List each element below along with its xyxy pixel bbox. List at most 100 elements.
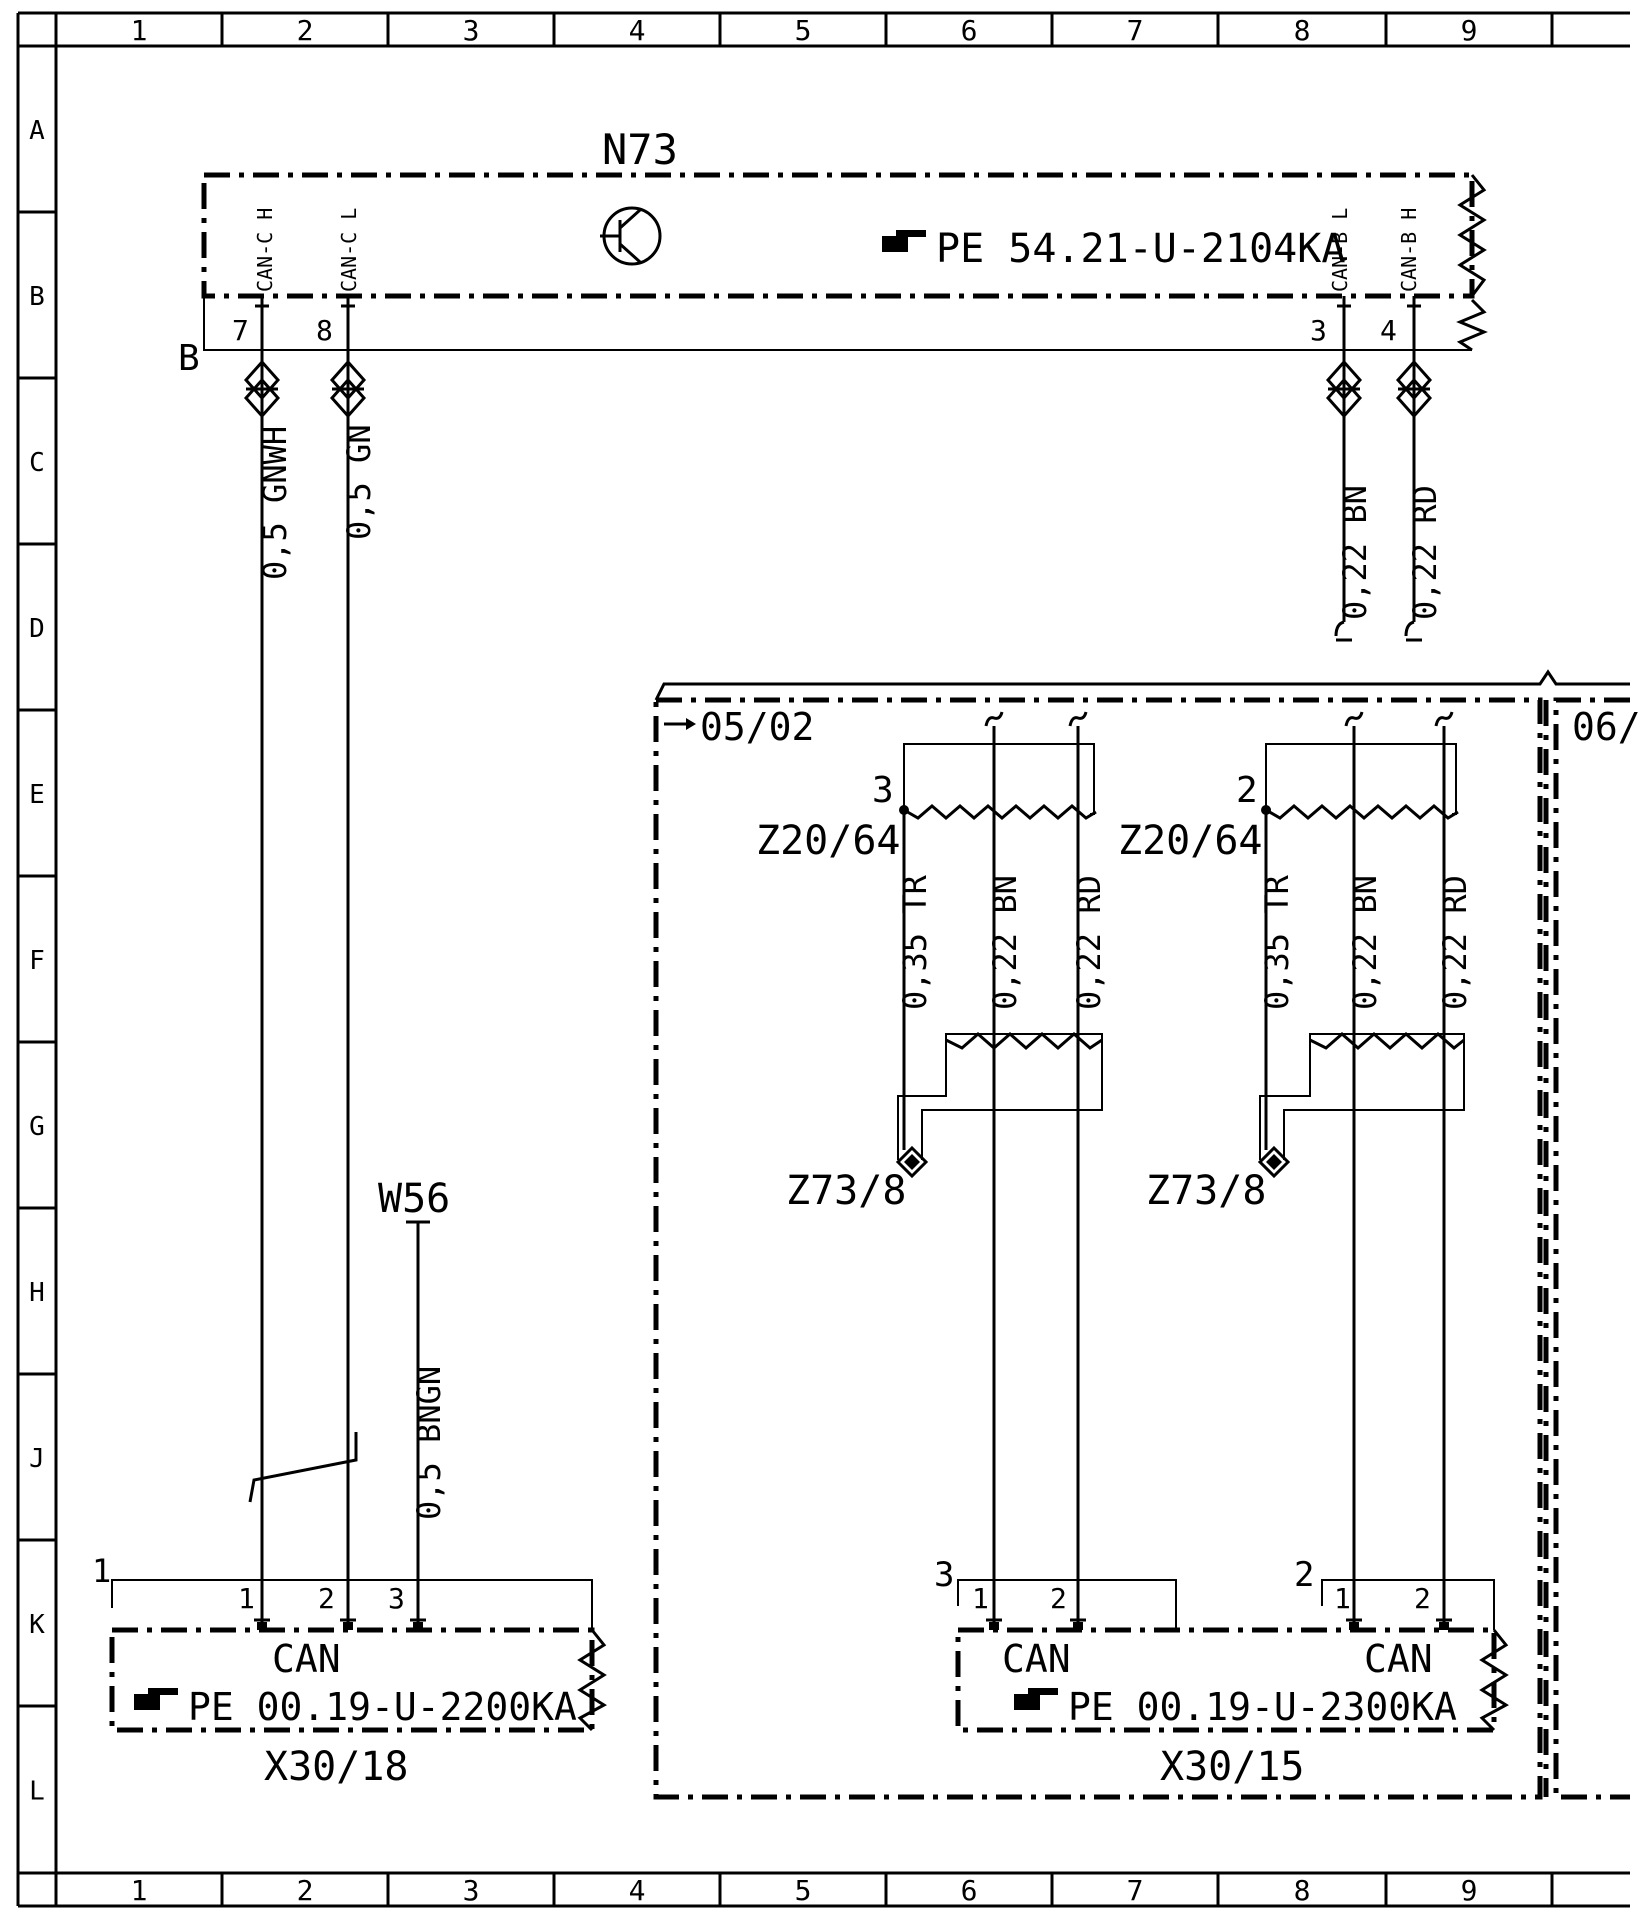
row-label-C: C [29, 448, 45, 478]
column-label-4-top: 4 [629, 14, 646, 47]
plug-pin-8 [329, 296, 367, 422]
group1-wire-tr: 0,35 TR [896, 874, 934, 1010]
row-label-E: E [29, 780, 45, 810]
x30-15-plug-g2-2 [1436, 1610, 1452, 1630]
group1-ground: Z73/8 [786, 1168, 906, 1214]
x30-15-g2-pin-2: 2 [1414, 1582, 1431, 1615]
x30-18-plug-3 [410, 1610, 426, 1630]
pin-label-can-b-l: CAN-B L [1328, 208, 1352, 292]
pin-label-can-c-l: CAN-C L [337, 208, 361, 292]
x30-15-g2-pin-1: 1 [1334, 1582, 1351, 1615]
pin-number-4: 4 [1380, 314, 1397, 347]
column-label-2-bottom: 2 [297, 1874, 314, 1907]
x30-18-connector: 1 1 2 3 CAN PE 00.19-U-2200KA X30/18 [92, 1552, 607, 1790]
column-label-3-bottom: 3 [463, 1874, 480, 1907]
transistor-icon [600, 206, 662, 266]
row-label-L: L [29, 1777, 45, 1807]
x30-18-pin-2: 2 [318, 1582, 335, 1615]
column-dividers [54, 13, 1554, 1906]
x30-18-pin-1: 1 [238, 1582, 255, 1615]
x30-15-connector: 3 2 1 2 1 2 CAN CAN PE 00.19-U-2300KA X3… [934, 1555, 1509, 1790]
arrow-right-icon [664, 718, 696, 730]
wire-label-w56: 0,5 BNGN [410, 1366, 448, 1520]
row-label-A: A [29, 116, 45, 146]
twisted-pair-group-2: 2 Z20/64 0,35 TR 0,22 BN 0,22 RD Z73/8 [1118, 711, 1474, 1610]
n73-reference: PE 54.21-U-2104KA [936, 226, 1345, 272]
column-label-1-top: 1 [131, 14, 148, 47]
x30-18-id: X30/18 [264, 1744, 409, 1790]
column-label-8-bottom: 8 [1294, 1874, 1311, 1907]
group2-wire-tr: 0,35 TR [1258, 874, 1296, 1010]
row-labels: A B C D E F G H J K L [29, 116, 45, 1807]
row-label-D: D [29, 614, 45, 644]
detail-box: 05/02 06/ [653, 669, 1641, 1800]
group2-ground: Z73/8 [1146, 1168, 1266, 1214]
twisted-pair-group-1: 3 Z20/64 0,35 TR 0,22 BN 0,22 RD Z73/8 [756, 711, 1108, 1610]
detail-ref-right: 06/ [1572, 705, 1641, 749]
x30-15-group-3: 3 [934, 1555, 954, 1595]
x30-18-reference: PE 00.19-U-2200KA [188, 1685, 577, 1729]
column-label-9-top: 9 [1461, 14, 1478, 47]
x30-15-can-left: CAN [1002, 1637, 1071, 1681]
row-dividers [18, 44, 56, 1875]
x30-18-pin-plugs [254, 1610, 426, 1630]
block-label-b: B [178, 338, 200, 379]
x30-15-g1-pin-1: 1 [972, 1582, 989, 1615]
sheet-frame [16, 11, 1630, 1908]
column-label-3-top: 3 [463, 14, 480, 47]
row-label-J: J [29, 1444, 45, 1474]
column-label-1-bottom: 1 [131, 1874, 148, 1907]
w56-ground: W56 0,5 BNGN [378, 1176, 450, 1610]
can-b-wires: 0,22 BN 0,22 RD [1334, 420, 1444, 642]
pin-number-3: 3 [1310, 314, 1327, 347]
row-label-B: B [29, 282, 45, 312]
x30-18-can-label: CAN [272, 1637, 341, 1681]
column-label-5-top: 5 [795, 14, 812, 47]
group1-wire-rd: 0,22 RD [1070, 875, 1108, 1010]
pin-number-7: 7 [232, 314, 249, 347]
can-c-wires: 0,5 GNWH 0,5 GN [248, 422, 378, 1610]
row-label-K: K [29, 1610, 45, 1640]
group2-twist-id: Z20/64 [1118, 818, 1263, 864]
reference-hand-icon [882, 230, 926, 252]
plug-pin-4 [1395, 296, 1433, 422]
row-label-G: G [29, 1112, 45, 1142]
plug-pin-3 [1325, 296, 1363, 422]
group2-wire-bn: 0,22 BN [1346, 875, 1384, 1010]
x30-15-reference: PE 00.19-U-2300KA [1068, 1685, 1457, 1729]
column-label-9-bottom: 9 [1461, 1874, 1478, 1907]
w56-id: W56 [378, 1176, 450, 1222]
x30-18-pin-3: 3 [388, 1582, 405, 1615]
x30-15-group-2: 2 [1294, 1555, 1314, 1595]
reference-hand-icon [134, 1688, 178, 1710]
pin-number-8: 8 [316, 314, 333, 347]
column-label-6-top: 6 [961, 14, 978, 47]
n73-id: N73 [602, 125, 678, 174]
column-label-7-bottom: 7 [1127, 1874, 1144, 1907]
x30-15-g1-pin-2: 2 [1050, 1582, 1067, 1615]
column-label-7-top: 7 [1127, 14, 1144, 47]
detail-ref-left: 05/02 [700, 705, 814, 749]
group1-wire-bn: 0,22 BN [986, 875, 1024, 1010]
row-label-F: F [29, 946, 45, 976]
group2-twist-num: 2 [1236, 770, 1258, 811]
group1-twist-num: 3 [872, 770, 894, 811]
plug-pin-7 [243, 296, 281, 422]
row-label-H: H [29, 1278, 45, 1308]
column-label-4-bottom: 4 [629, 1874, 646, 1907]
x30-15-id: X30/15 [1160, 1744, 1305, 1790]
x30-15-pin-plugs [986, 1610, 1452, 1630]
group1-twist-id: Z20/64 [756, 818, 901, 864]
x30-15-plug-g1-1 [986, 1610, 1002, 1630]
wire-label-can-c-l: 0,5 GN [340, 424, 378, 540]
wire-label-can-c-h: 0,5 GNWH [256, 426, 294, 580]
reference-hand-icon [1014, 1688, 1058, 1710]
group2-wire-rd: 0,22 RD [1436, 875, 1474, 1010]
column-label-8-top: 8 [1294, 14, 1311, 47]
column-label-2-top: 2 [297, 14, 314, 47]
x30-15-can-right: CAN [1364, 1637, 1433, 1681]
wire-label-can-b-h: 0,22 RD [1406, 485, 1444, 620]
x30-18-plug-1 [254, 1610, 270, 1630]
